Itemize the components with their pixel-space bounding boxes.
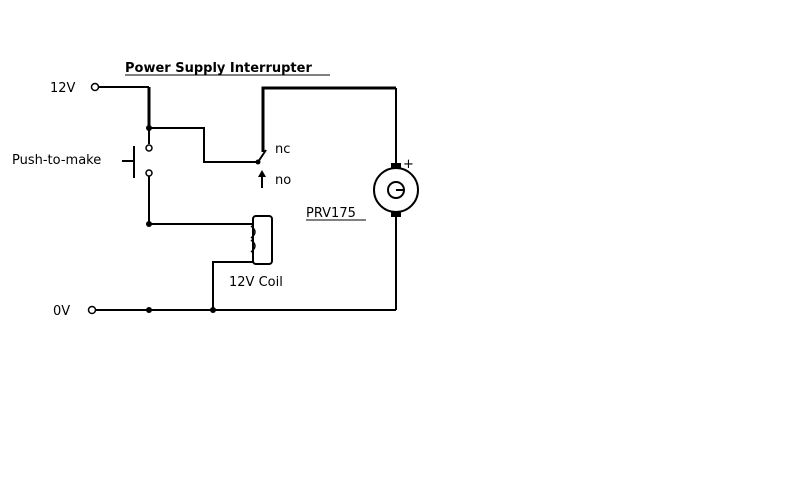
label-0v: 0V xyxy=(53,304,70,319)
pump-terminal-bottom xyxy=(391,211,401,217)
up-arrow-head-icon xyxy=(258,170,266,177)
junction-dot-icon xyxy=(146,307,152,313)
wire-to-relay-common xyxy=(149,127,258,163)
diagram-title: Power Supply Interrupter xyxy=(125,61,312,76)
wire-nc-to-pump xyxy=(261,86,396,152)
switch-contact-top-icon xyxy=(145,144,153,152)
label-nc: nc xyxy=(275,142,290,157)
label-push-to-make: Push-to-make xyxy=(12,153,101,168)
label-coil: 12V Coil xyxy=(229,275,283,290)
coil-winding-icon xyxy=(250,225,256,253)
pump-terminal-top xyxy=(391,163,401,169)
terminal-0v-icon xyxy=(87,305,97,315)
coil-body xyxy=(252,215,273,265)
label-12v: 12V xyxy=(50,81,76,96)
label-pump-plus: + xyxy=(403,157,414,172)
label-no: no xyxy=(275,173,291,188)
label-pump: PRV175 xyxy=(306,206,356,221)
relay-arm xyxy=(257,149,267,163)
terminal-12v-icon xyxy=(90,82,100,92)
switch-contact-bottom-icon xyxy=(145,169,153,177)
wire-coil-to-0v xyxy=(212,261,253,310)
junction-dot-icon xyxy=(210,307,216,313)
